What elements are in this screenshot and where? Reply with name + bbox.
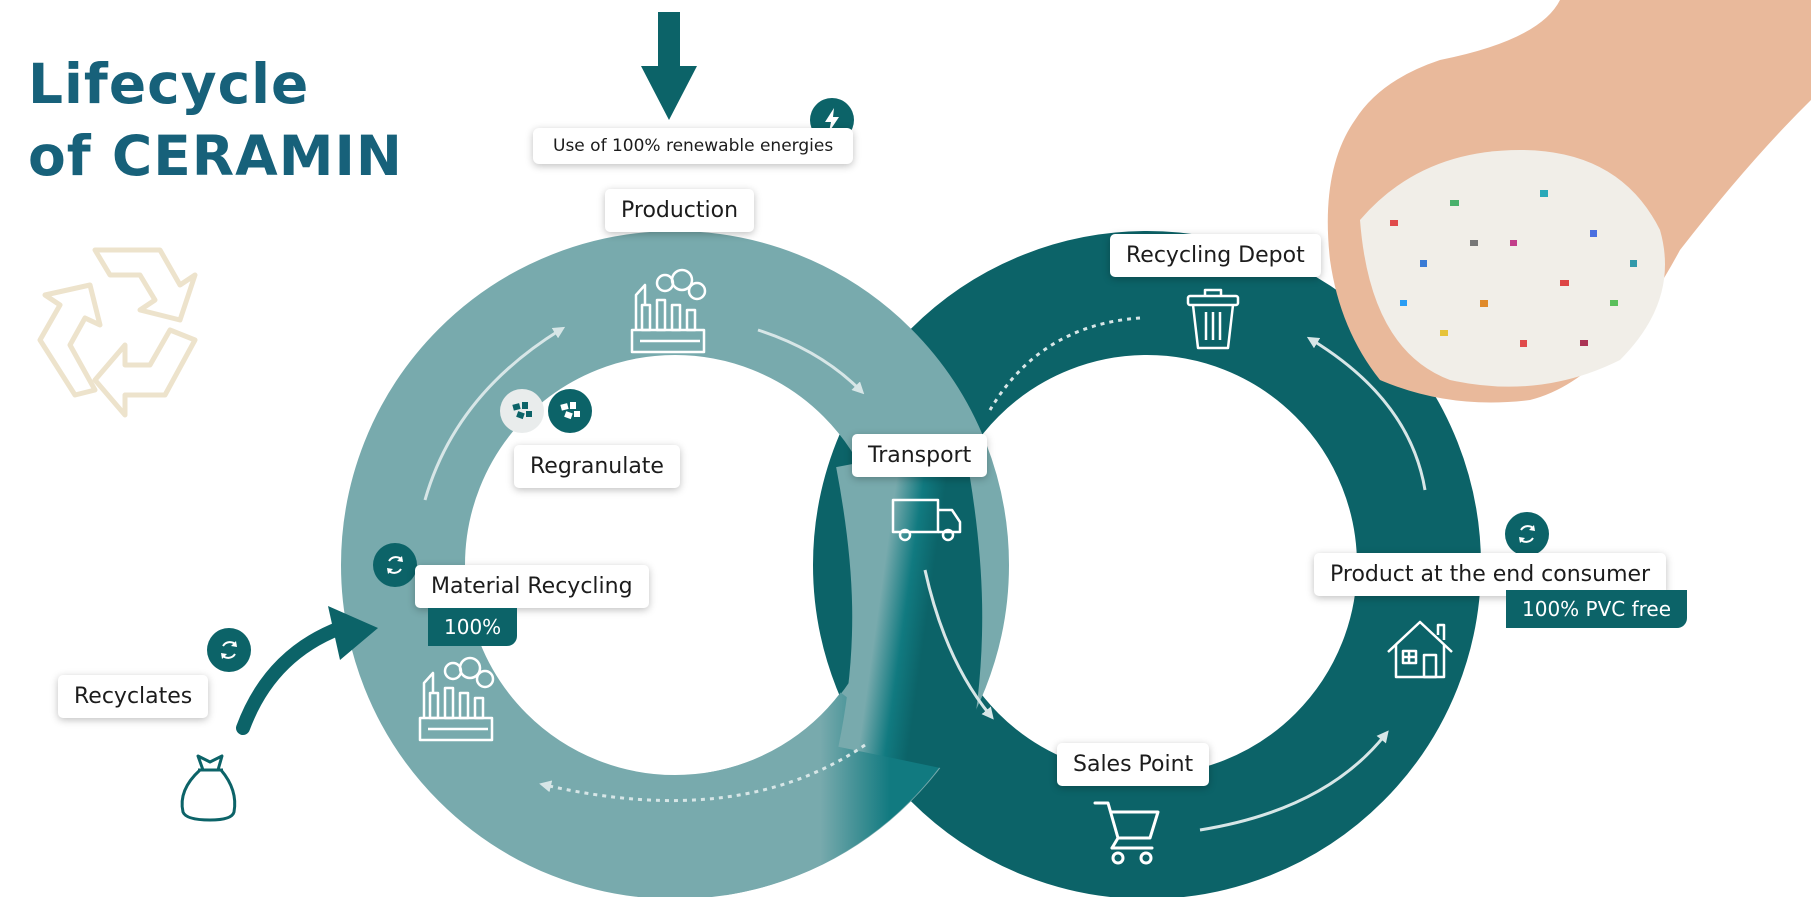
- recycle-icon-recyclates: [207, 628, 251, 672]
- recycle-symbol-icon: [37, 247, 198, 418]
- shopping-cart-icon: [1093, 801, 1160, 865]
- recycle-icon-material: [373, 543, 417, 587]
- sales-point-label: Sales Point: [1057, 743, 1210, 786]
- down-arrow-icon: [641, 12, 697, 120]
- flow-arrow-bottom-dashed: [539, 743, 866, 803]
- factory-icon-lower: [418, 656, 495, 742]
- recycling-depot-label: Recycling Depot: [1110, 234, 1321, 277]
- trash-can-icon: [1186, 288, 1240, 350]
- flow-arrow-crossover: [923, 569, 994, 720]
- hands-with-granules-photo: [1327, 0, 1811, 403]
- recyclates-arrow: [236, 621, 347, 735]
- end-consumer-label: Product at the end consumer: [1314, 553, 1667, 596]
- renewable-energies-label: Use of 100% renewable energies: [533, 128, 854, 164]
- production-label: Production: [605, 189, 755, 232]
- material-recycling-tag: 100%: [428, 608, 518, 646]
- pvc-free-tag: 100% PVC free: [1506, 590, 1688, 628]
- transport-label: Transport: [852, 434, 988, 477]
- flow-arrow-right: [1306, 336, 1427, 491]
- house-icon: [1387, 620, 1453, 679]
- recycle-icon-consumer: [1505, 512, 1549, 556]
- factory-icon: [630, 268, 707, 354]
- ring-crossover: [836, 442, 983, 774]
- flow-arrow-top-dashed: [988, 316, 1141, 411]
- granules-icon: [548, 389, 592, 433]
- material-recycling-label: Material Recycling: [415, 565, 649, 608]
- flow-arrow-top-right: [757, 328, 865, 395]
- granules-icon-light: [500, 389, 544, 433]
- title-line-2: of CERAMIN: [28, 124, 403, 188]
- flow-arrow-bottom-right: [1199, 730, 1389, 832]
- bag-icon: [180, 754, 237, 822]
- truck-icon: [891, 498, 962, 542]
- recyclates-label: Recyclates: [58, 675, 209, 718]
- regranulate-label: Regranulate: [514, 445, 680, 488]
- flow-arrow-top-left: [423, 326, 566, 501]
- page-title: Lifecycle of CERAMIN: [28, 48, 403, 192]
- title-line-1: Lifecycle: [28, 52, 310, 116]
